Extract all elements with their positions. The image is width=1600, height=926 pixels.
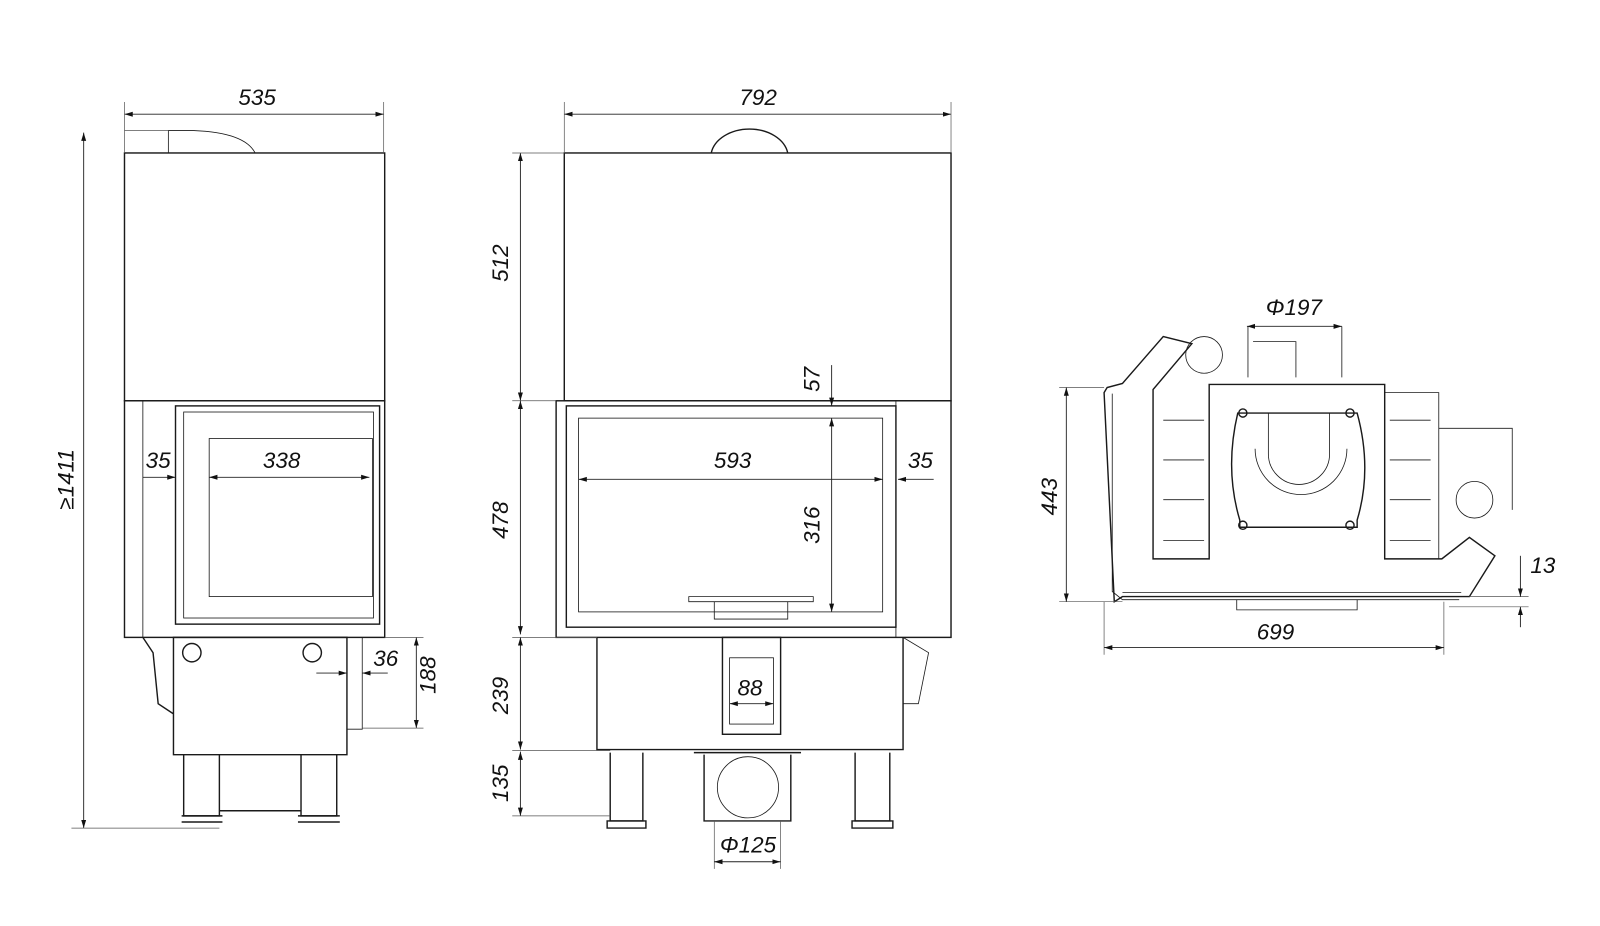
- dim-front-frame: 35: [908, 448, 933, 473]
- dim-front-glass-width: 593: [714, 448, 752, 473]
- dim-side-frame: 35: [146, 448, 171, 473]
- dim-front-legs: 135: [488, 764, 513, 802]
- dim-side-width: 535: [238, 85, 276, 110]
- dim-front-lower: 478: [488, 501, 513, 539]
- dim-top-width: 699: [1257, 619, 1295, 644]
- dim-top-outlet: Φ197: [1266, 295, 1324, 320]
- dim-side-base: 188: [416, 656, 441, 694]
- dim-front-upper: 512: [488, 244, 513, 282]
- top-view: Φ197 443 699 13: [1037, 295, 1556, 655]
- dim-side-glass: 338: [263, 448, 301, 473]
- dim-front-glass-height: 316: [799, 506, 824, 544]
- dim-side-height: ≥1411: [53, 449, 78, 510]
- dim-front-flue: Φ125: [720, 833, 777, 858]
- dim-top-depth: 443: [1037, 477, 1062, 515]
- dim-front-base: 239: [488, 676, 513, 715]
- dim-top-offset: 13: [1530, 553, 1555, 578]
- dim-front-width: 792: [739, 85, 777, 110]
- dim-front-slot: 88: [738, 676, 763, 701]
- side-view: 535 ≥1411 35 338 36 188: [53, 85, 441, 829]
- front-view: 792 512 478 239 135 593 316 57 35 88 Φ12…: [488, 85, 952, 869]
- dim-front-top-gap: 57: [799, 365, 824, 391]
- dim-side-offset: 36: [373, 646, 398, 671]
